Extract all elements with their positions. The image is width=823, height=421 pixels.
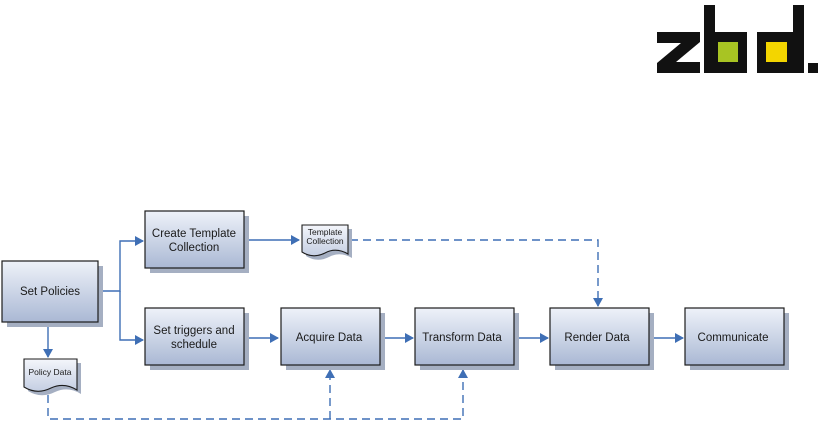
node-set-triggers: Set triggers and schedule bbox=[145, 308, 249, 370]
logo-yellow-square bbox=[766, 42, 787, 62]
node-label: Communicate bbox=[698, 332, 769, 344]
node-acquire-data: Acquire Data bbox=[281, 308, 385, 370]
node-label: Set Policies bbox=[20, 286, 80, 298]
node-label-line2: Collection bbox=[169, 242, 220, 254]
node-label-line1: Set triggers and bbox=[153, 325, 234, 337]
logo-green-square bbox=[718, 42, 738, 62]
logo-dot bbox=[808, 63, 818, 73]
document-template-collection: Template Collection bbox=[302, 225, 352, 260]
dashed-template-to-render bbox=[350, 240, 598, 306]
node-label: Acquire Data bbox=[296, 332, 363, 344]
logo-letter-b bbox=[704, 5, 747, 73]
doc-label: Policy Data bbox=[29, 367, 72, 377]
node-label-line2: schedule bbox=[171, 339, 217, 351]
node-label: Transform Data bbox=[422, 332, 502, 344]
node-create-template: Create Template Collection bbox=[145, 211, 249, 273]
node-render-data: Render Data bbox=[550, 308, 654, 370]
logo-letter-d bbox=[757, 5, 804, 73]
zbd-logo bbox=[657, 5, 818, 73]
logo-letter-z bbox=[657, 32, 700, 73]
document-policy-data: Policy Data bbox=[24, 359, 81, 395]
arrow-policies-to-template bbox=[98, 241, 143, 291]
dashed-policy-to-transform bbox=[48, 370, 463, 419]
node-transform-data: Transform Data bbox=[415, 308, 519, 370]
node-communicate: Communicate bbox=[685, 308, 789, 370]
node-label: Render Data bbox=[564, 332, 630, 344]
arrow-policies-to-triggers bbox=[120, 291, 143, 340]
doc-label-line2: Collection bbox=[306, 236, 344, 246]
node-set-policies: Set Policies bbox=[2, 261, 103, 327]
node-label-line1: Create Template bbox=[152, 228, 236, 240]
